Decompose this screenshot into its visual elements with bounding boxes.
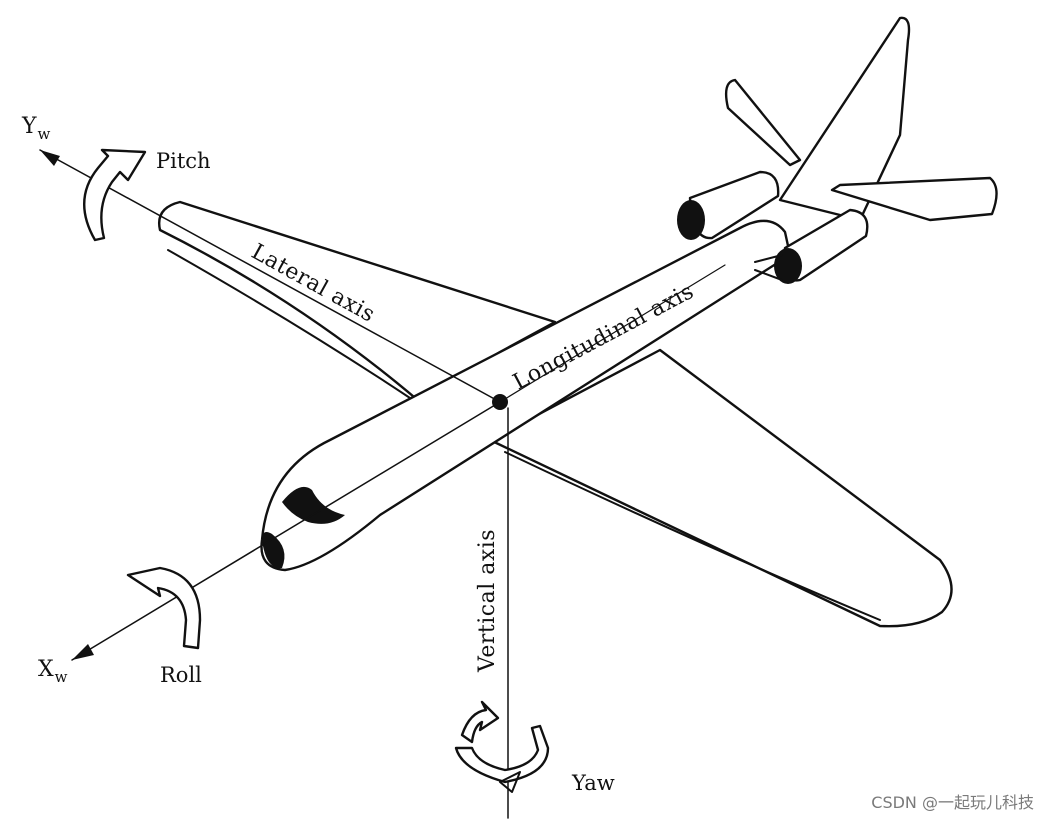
fuselage (260, 219, 792, 572)
yaw-arrow-upper (460, 700, 500, 744)
yaw-arrow-tip (499, 771, 521, 793)
longitudinal-axis-line (71, 401, 501, 661)
vertical-axis-label: Vertical axis (475, 529, 500, 673)
xw-arrowhead (72, 644, 94, 660)
engine-upper-intake (677, 200, 705, 240)
engine-lower-intake (774, 248, 802, 284)
yaw-label: Yaw (571, 771, 615, 795)
cockpit-window (282, 486, 345, 524)
engine-pylon (754, 254, 783, 281)
longitudinal-axis-line-aft (499, 264, 726, 403)
left-stabilizer (724, 78, 802, 167)
right-stabilizer (830, 176, 998, 222)
left-wing (158, 200, 557, 404)
yw-arrowhead (40, 150, 60, 166)
roll-label: Roll (160, 663, 202, 687)
lateral-axis-line (39, 149, 501, 403)
roll-arrow (126, 566, 202, 650)
pitch-label: Pitch (156, 149, 211, 173)
vertical-fin (778, 16, 911, 222)
yaw-arrow-lower (454, 724, 550, 784)
yw-label: Yw (21, 114, 51, 143)
watermark-text: CSDN @一起玩儿科技 (871, 793, 1034, 812)
xw-label: Xw (38, 657, 68, 686)
pitch-arrow (83, 148, 147, 242)
center-of-gravity-dot (492, 394, 508, 410)
left-wing-flap-line (167, 249, 411, 399)
right-wing (488, 348, 953, 628)
nose-cone (262, 532, 285, 569)
right-wing-flap-line (504, 451, 881, 621)
